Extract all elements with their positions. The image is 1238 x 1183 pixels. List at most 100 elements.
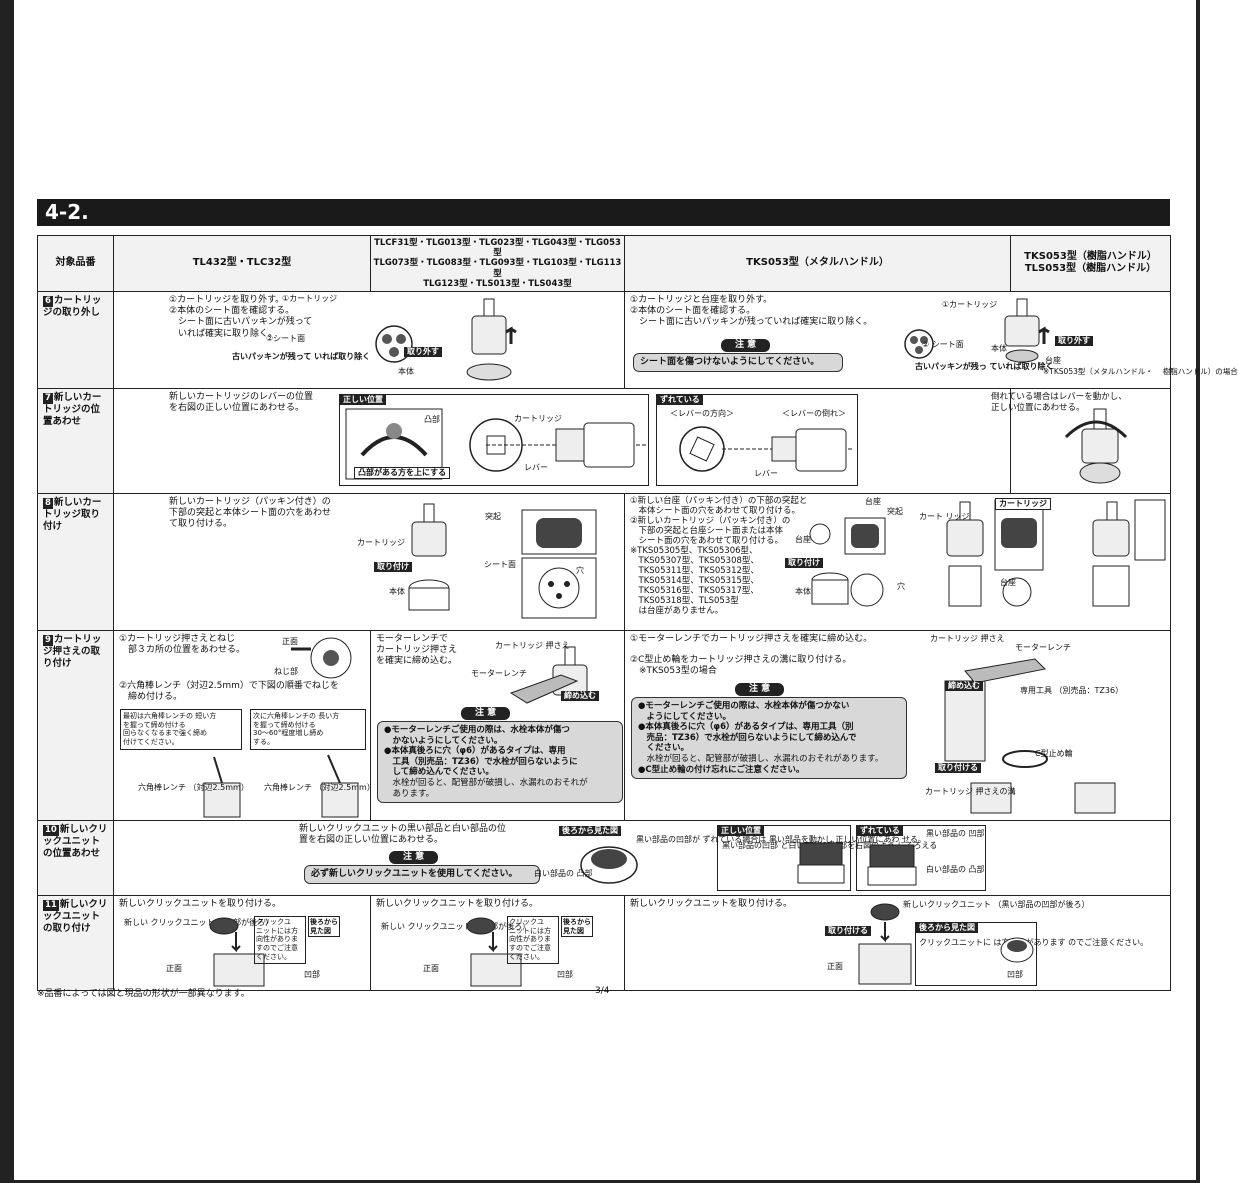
step-7-right-instructions: 倒れている場合はレバーを動かし、 正しい位置にあわせる。 — [991, 391, 1127, 413]
label-direction-note-11c: クリックユニットに は方向性があります のでご注意ください。 — [919, 937, 1149, 947]
step-title: 新しいカートリッジ取り付け — [43, 496, 102, 532]
label-front-11a: 正面 — [166, 963, 182, 973]
step-title: 新しいクリックユニットの取り付け — [43, 898, 108, 934]
click-unit-install-illustration-2 — [466, 917, 522, 987]
step-number: 11 — [43, 899, 59, 911]
caution-head-10: 注 意 — [389, 850, 439, 865]
caution-title: 注 意 — [389, 850, 439, 865]
label-lever-7b: レバー — [754, 468, 778, 478]
label-attach-8: 取り付け — [785, 557, 823, 568]
header-target-model: 対象品番 — [37, 235, 114, 292]
rear-view-tag-11a: 後ろから 見た図 — [308, 915, 340, 938]
header-model-tlcf31: TLCF31型・TLG013型・TLG023型・TLG043型・TLG053型 … — [370, 235, 625, 292]
caution-item-3: 水栓が回ると、配管部が破損し、水漏れのおそれが あります。 — [392, 778, 588, 799]
step-9-col2-text: モーターレンチで カートリッジ押さえ を確実に締め込む。 — [376, 633, 458, 667]
label-motor-wrench-9b: モーターレンチ — [1015, 642, 1071, 652]
label-base2-8: 台座 — [1000, 577, 1016, 587]
wrong-position-tag: ずれている — [657, 394, 703, 405]
step-6-instructions: ①カートリッジを取り外す。 ②本体のシート面を確認する。 シート面に古いパッキン… — [169, 294, 313, 339]
rear-view-tag-11b: 後ろから 見た図 — [561, 915, 593, 938]
caution-item-1: ●モーターレンチご使用の際は、水栓本体が傷つ かないようにしてください。 — [384, 724, 570, 746]
tilted-lever-illustration — [1064, 408, 1128, 484]
label-seat-base-8: 台座 — [795, 534, 811, 544]
caution-title: 注 意 — [721, 338, 771, 353]
click-unit-install-illustration-3 — [858, 903, 912, 985]
c-ring-install-illustration — [944, 658, 1116, 814]
header-model-tks053-metal: TKS053型（メタルハンドル） — [624, 235, 1011, 292]
label-old-packing: 古いパッキンが残って いれば取り除く — [232, 351, 371, 361]
header-model-tks053-resin: TKS053型（樹脂ハンドル） TLS053型（樹脂ハンドル） — [1010, 235, 1171, 292]
step-11-col1-text: 新しいクリックユニットを取り付ける。 — [119, 898, 282, 909]
short-side-box: 最初は六角棒レンチの 短い方 を握って締め付ける 回らなくなるまで強く締め 付け… — [120, 708, 242, 750]
long-side-box: 次に六角棒レンチの 長い方 を握って締め付ける 30～60°程度増し締め する。 — [250, 708, 366, 750]
step-6-right-instructions: ①カートリッジと台座を取り外す。 ②本体のシート面を確認する。 シート面に古いパ… — [630, 294, 873, 328]
step-6-left-cell: ①カートリッジを取り外す。 ②本体のシート面を確認する。 シート面に古いパッキン… — [113, 290, 625, 389]
step-title: 新しいカートリッジの位置あわせ — [43, 391, 102, 427]
step-8-left-cell: 新しいカートリッジ（パッキン付き）の 下部の突起と本体シート面の穴をあわせ て取… — [113, 492, 625, 631]
instruction-table: 対象品番 TL432型・TLC32型 TLCF31型・TLG013型・TLG02… — [37, 235, 1238, 991]
label-hex-wrench-2: 六角棒レンチ （対辺2.5mm） — [264, 782, 375, 792]
step-title: カートリッジ押さえの取り付け — [43, 633, 102, 669]
rear-view-tag-10: 後ろから見た図 — [559, 825, 621, 836]
correct-position-box-10 — [717, 824, 851, 891]
base-removal-illustration — [904, 298, 1050, 363]
label-special-tool: 専用工具 （別売品：TZ36） — [1020, 685, 1124, 695]
label-recess-11a: 凹部 — [304, 969, 320, 979]
label-remove-r: 取り外す — [1055, 335, 1093, 346]
label-protrusion-8: 突起 — [887, 506, 903, 516]
label-body: 本体 — [398, 366, 414, 376]
click-unit-rear-illustration-11 — [1000, 937, 1034, 963]
section-header-bar: 4-2. — [37, 199, 1170, 226]
label-recess-11c: 凹部 — [1007, 969, 1023, 979]
label-seat: ②シート面 — [266, 333, 306, 343]
cartridge-press-align-illustration — [291, 637, 352, 679]
step-11-col2-text: 新しいクリックユニットを取り付ける。 — [376, 898, 539, 909]
label-white-recess: 白い部品の 凸部 — [534, 868, 593, 878]
label-cartridge-8r: カート リッジ — [919, 511, 970, 521]
step-11-col3-text: 新しいクリックユニットを取り付ける。 — [630, 898, 793, 909]
step-9-col3-text1: ①モーターレンチでカートリッジ押さえを確実に締め込む。 — [630, 633, 873, 644]
step-11-col3: 新しいクリックユニットを取り付ける。 新しいクリックユニット （黒い部品の凹部が… — [624, 894, 1171, 991]
label-front-9: 正面 — [282, 636, 298, 646]
step-number: 7 — [43, 392, 53, 404]
hex-wrench-illustration — [203, 754, 359, 818]
label-front-11b: 正面 — [423, 963, 439, 973]
label-tighten-9: 締め込む — [561, 690, 599, 701]
header-row: 対象品番 TL432型・TLC32型 TLCF31型・TLG013型・TLG02… — [37, 235, 1171, 292]
caution-box-9b: ●モーターレンチご使用の際は、水栓本体が傷つかない ようにしてください。 ●本体… — [631, 696, 907, 780]
label-attach: 取り付け — [374, 561, 412, 572]
step-9-col3: ①モーターレンチでカートリッジ押さえを確実に締め込む。 ②C型止め輪をカートリッ… — [624, 629, 1171, 821]
label-convex: 凸部 — [424, 414, 440, 424]
step-number: 8 — [43, 497, 53, 509]
label-lever-direction: ＜レバーの方向＞ — [670, 408, 734, 418]
label-recess-11b: 凹部 — [557, 969, 573, 979]
step-8-instructions: 新しいカートリッジ（パッキン付き）の 下部の突起と本体シート面の穴をあわせ て取… — [169, 496, 332, 530]
label-hole: 穴 — [576, 565, 584, 575]
step-7-right-cell: 倒れている場合はレバーを動かし、 正しい位置にあわせる。 — [991, 387, 1171, 494]
step-7-left-cell: 新しいカートリッジのレバーの位置 を右図の正しい位置にあわせる。 正しい位置 凸… — [113, 387, 1011, 494]
step-title: カートリッジの取り外し — [43, 294, 102, 318]
rear-view-tag-11c: 後ろから見た図 — [916, 922, 978, 933]
step-number: 10 — [43, 824, 59, 836]
direction-note-11b: クリックユ ニットには方 向性がありま すのでご注意 ください。 — [507, 915, 559, 964]
cartridge-install-illustration — [408, 503, 597, 619]
step-number: 9 — [43, 634, 53, 646]
label-cartridge-8: カートリッジ — [357, 537, 405, 547]
motor-wrench-illustration — [509, 646, 588, 704]
label-desc-10: 黒い部品の凹部が ずれている場合は 黒い部品を動かし 正しい位置にあわ せる。 — [636, 834, 926, 844]
label-tighten-9b: 締め込む — [945, 680, 983, 691]
step-9-col3-text2: ②C型止め輪をカートリッジ押さえの溝に取り付ける。 ※TKS053型の場合 — [630, 654, 852, 677]
label-cartridge-tag-8: カートリッジ — [995, 497, 1051, 510]
label-cart-press-9b: カートリッジ 押さえ — [930, 633, 1005, 643]
label-white-convex: 白い部品の 凸部 — [926, 864, 985, 874]
label-body-8: 本体 — [389, 586, 405, 596]
label-attach-11: 取り付ける — [825, 925, 871, 936]
section-number: 4-2. — [45, 200, 89, 224]
label-seat-8: シート面 — [484, 559, 516, 569]
